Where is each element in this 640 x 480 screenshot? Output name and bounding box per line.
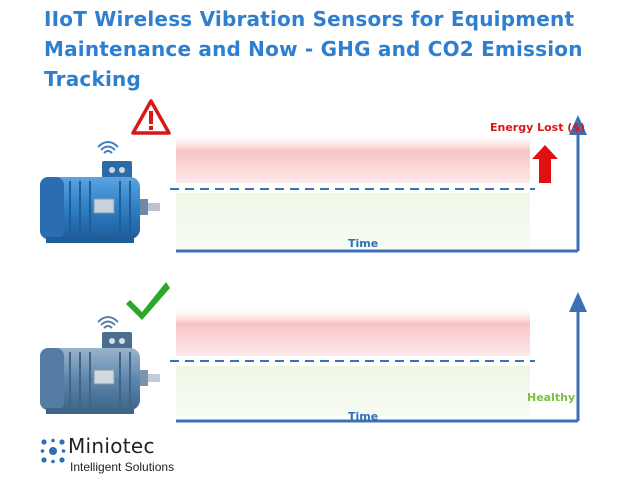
- wifi-signal-icon: [97, 141, 119, 154]
- bottom-panel: Healthy Time: [0, 270, 640, 430]
- bottom-panel-graphic: [40, 282, 587, 423]
- healthy-band: [176, 366, 530, 416]
- healthy-label: Healthy: [527, 391, 576, 404]
- danger-band: [176, 306, 530, 356]
- logo-name: Miniotec: [68, 434, 155, 458]
- green-checkmark-icon: [126, 282, 170, 320]
- electric-motor-icon: [40, 332, 160, 414]
- electric-motor-icon: [40, 161, 160, 243]
- company-logo: Miniotec Intelligent Solutions: [40, 434, 240, 478]
- healthy-band: [176, 193, 530, 248]
- danger-band: [176, 133, 530, 183]
- time-label-bottom: Time: [348, 410, 379, 423]
- top-panel-graphic: [40, 99, 587, 253]
- logo-tagline: Intelligent Solutions: [70, 460, 175, 474]
- miniotec-logo-icon: [40, 438, 66, 464]
- time-label-top: Time: [348, 237, 379, 250]
- energy-lost-label: Energy Lost ($): [490, 121, 586, 134]
- red-up-arrow-icon: [532, 145, 558, 183]
- warning-triangle-icon: [131, 99, 171, 135]
- y-axis-arrowhead: [569, 292, 587, 312]
- wifi-signal-icon: [97, 316, 119, 329]
- top-panel: Energy Lost ($) Time: [0, 95, 640, 260]
- y-axis-arrowhead: [569, 115, 587, 135]
- page-title: IIoT Wireless Vibration Sensors for Equi…: [44, 7, 583, 91]
